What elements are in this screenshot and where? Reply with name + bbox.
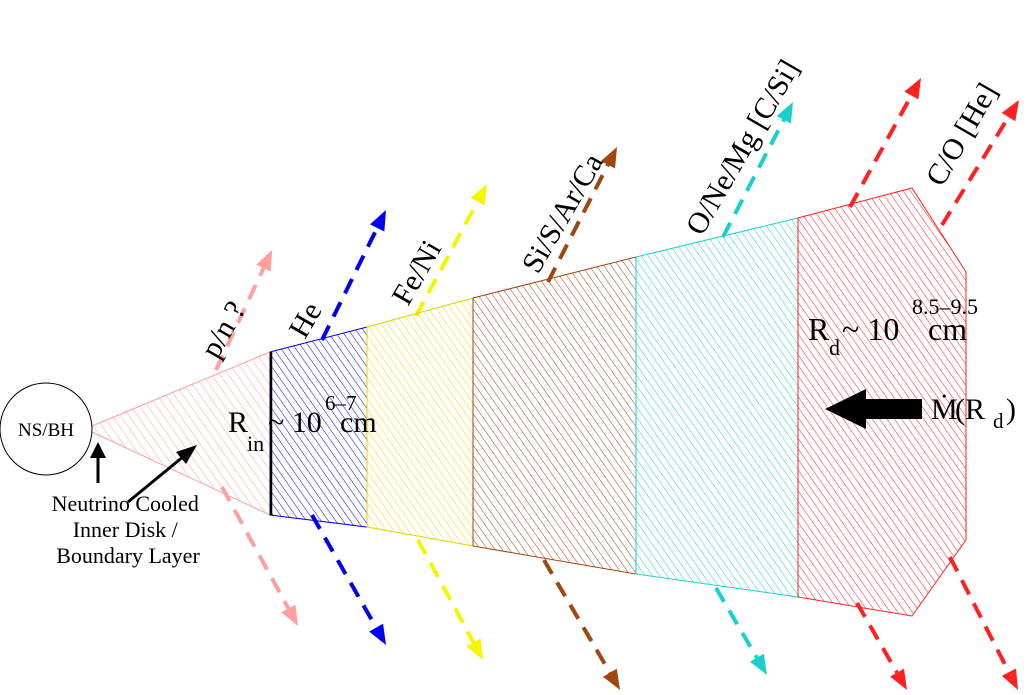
outflow-down-si-arrowhead-icon <box>602 668 620 690</box>
inner-radius-unit: cm <box>340 406 377 439</box>
inner-disk-annotation: Neutrino Cooled Inner Disk / Boundary La… <box>52 442 205 568</box>
inner-disk-line-3: Boundary Layer <box>56 543 200 568</box>
up-arrow-icon <box>90 442 106 458</box>
outer-radius-subscript: d <box>829 335 840 360</box>
zone-label-co: C/O [He] <box>919 78 1004 192</box>
inner-radius-approx: ~ 10 <box>268 406 322 439</box>
zone-label-si: Si/S/Ar/Ca <box>515 148 609 279</box>
outer-radius-symbol: R <box>808 311 830 347</box>
svg-text:Neutrino Cooled Inner Di: Neutrino Cooled Inner Disk / Boundary La… <box>52 491 205 568</box>
inner-disk-line-2: Inner Disk / <box>73 517 179 542</box>
outflow-up-si-arrowhead-icon <box>600 147 617 169</box>
outer-radius-approx: ~ 10 <box>842 311 899 347</box>
inflow-arrow-icon <box>825 389 922 429</box>
zone-feni <box>366 297 474 547</box>
zone-label-feni: Fe/Ni <box>385 235 448 311</box>
outflow-down-co-line <box>855 602 899 674</box>
ns-bh-circle <box>0 382 93 476</box>
outflow-up-one-line <box>721 118 786 238</box>
outflow-up-co-arrowhead-icon <box>904 78 921 100</box>
outflow-up-pn-line <box>214 267 266 371</box>
outflow-down-he-arrowhead-icon <box>369 623 386 645</box>
outflow-down-he-line <box>310 514 378 629</box>
accretion-rate-subscript: d <box>993 409 1004 433</box>
outflow-down-feni-line <box>416 539 476 644</box>
outflow-up-feni-line <box>414 200 480 317</box>
inner-radius-subscript: in <box>247 431 264 456</box>
inner-radius-exponent: 6–7 <box>325 391 357 415</box>
diagonal-arrow-icon <box>176 445 197 464</box>
outer-radius-exponent: 8.5–9.5 <box>912 294 978 319</box>
outflow-arrows <box>214 78 1019 690</box>
zone-one <box>635 217 799 598</box>
outflow-up-feni-arrowhead-icon <box>470 184 487 206</box>
outflow-up-he-arrowhead-icon <box>369 210 386 232</box>
ns-bh-label: NS/BH <box>18 420 74 441</box>
outflow-up-pn-arrowhead-icon <box>256 250 272 272</box>
inner-radius-label: R in ~ 10 6–7 cm <box>228 391 377 456</box>
outflow-down-pn-arrowhead-icon <box>281 604 298 626</box>
inner-disk-line-1: Neutrino Cooled <box>52 491 199 516</box>
outflow-up-co-line <box>848 94 914 208</box>
outflow-up-co-line <box>940 115 1011 227</box>
zone-si <box>472 256 637 575</box>
accretion-rate-open: (R <box>955 393 985 426</box>
inner-radius-symbol: R <box>228 406 248 439</box>
outflow-down-feni-arrowhead-icon <box>466 638 483 660</box>
accretion-rate-close: ) <box>1006 393 1016 426</box>
outflow-up-si-line <box>546 163 610 283</box>
outflow-up-he-line <box>320 227 379 341</box>
outflow-up-one-arrowhead-icon <box>776 102 793 124</box>
zone-label-pn: p/n ? <box>194 296 252 364</box>
outflow-down-co-arrowhead-icon <box>1001 668 1018 690</box>
outflow-down-pn-line <box>220 486 291 610</box>
outer-radius-label: R d ~ 10 8.5–9.5 cm <box>808 294 978 360</box>
outflow-down-one-line <box>714 586 759 659</box>
zone-label-one: O/Ne/Mg [C/Si] <box>679 54 806 240</box>
outflow-up-co-arrowhead-icon <box>1001 100 1019 122</box>
outer-radius-unit: cm <box>928 311 967 347</box>
outflow-down-one-arrowhead-icon <box>749 653 767 675</box>
outflow-down-co-line <box>948 556 1011 674</box>
outflow-down-co-arrowhead-icon <box>890 668 907 690</box>
outflow-down-si-line <box>542 558 612 674</box>
accretion-arrow: Ṁ (R d ) <box>825 389 1016 433</box>
accretion-rate-symbol: Ṁ <box>931 393 958 426</box>
central-object: NS/BH <box>0 382 93 476</box>
